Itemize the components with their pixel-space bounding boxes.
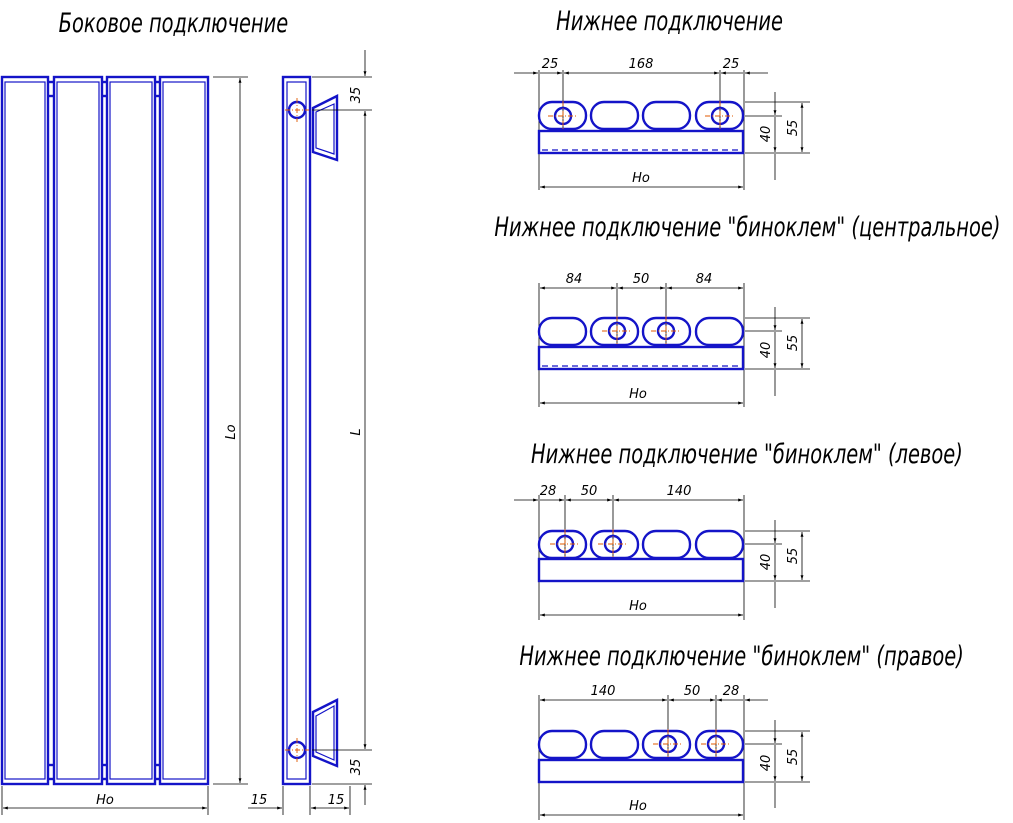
dim-label: 50 xyxy=(633,272,650,287)
top-offset-label: 35 xyxy=(349,87,364,104)
width-dimension-label: Ho xyxy=(629,599,647,614)
binoklem-right-view: 140 50 28 Ho 40 55 xyxy=(537,684,810,820)
radiator-profile-inner xyxy=(286,81,307,780)
title-bottom-connection: Нижнее подключение xyxy=(556,5,783,37)
width-dimension-label: Ho xyxy=(629,799,647,814)
width-dimension-label: Ho xyxy=(629,387,647,402)
dim-label: 25 xyxy=(723,57,740,72)
radiator-panel-inner xyxy=(162,81,206,780)
radiator-section xyxy=(694,529,745,560)
side-profile-view: 35 L 35 15 15 xyxy=(248,50,372,815)
radiator-panel-inner xyxy=(56,81,100,780)
radiator-panel xyxy=(105,75,157,786)
height-outer-label: 55 xyxy=(786,548,801,565)
height-outer-label: 55 xyxy=(786,335,801,352)
dim-label: 50 xyxy=(684,684,701,699)
dim-label: 84 xyxy=(566,272,583,287)
radiator-section xyxy=(537,316,588,347)
radiator-panel xyxy=(52,75,104,786)
bottom-offset-label: 35 xyxy=(349,759,364,776)
width-dimension-label: Ho xyxy=(96,793,114,808)
radiator-panel-inner xyxy=(109,81,153,780)
radiator-section xyxy=(641,100,692,131)
height-inner-label: 40 xyxy=(759,342,774,359)
height-outer-label: 55 xyxy=(786,120,801,137)
radiator-section xyxy=(694,729,745,760)
dim-label: 28 xyxy=(723,684,740,699)
width-dimension-label: Ho xyxy=(632,171,650,186)
height-dimension-label: Lo xyxy=(224,424,239,439)
radiator-panel xyxy=(158,75,210,786)
radiator-section xyxy=(694,316,745,347)
top-wall-bracket xyxy=(311,94,339,162)
radiator-base xyxy=(537,129,745,155)
title-side-connection: Боковое подключение xyxy=(59,7,289,39)
radiator-section xyxy=(641,729,692,760)
binoklem-central-view: 84 50 84 Ho 40 55 xyxy=(537,272,810,407)
radiator-base xyxy=(537,758,745,784)
radiator-section xyxy=(589,316,640,347)
bottom-wall-bracket xyxy=(311,698,339,768)
dim-label: 25 xyxy=(542,57,559,72)
title-binoklem-left: Нижнее подключение "биноклем" (левое) xyxy=(531,438,963,470)
radiator-base xyxy=(537,345,745,371)
binoklem-left-view: 28 50 140 Ho 40 55 xyxy=(514,484,810,620)
radiator-section xyxy=(589,729,640,760)
dim-label: 50 xyxy=(581,484,598,499)
radiator-section xyxy=(537,100,588,131)
dim-label: 28 xyxy=(540,484,557,499)
radiator-panel-inner xyxy=(4,81,46,780)
radiator-panels xyxy=(0,75,210,786)
side-front-view: Lo Ho xyxy=(0,75,248,815)
radiator-section xyxy=(537,729,588,760)
radiator-base xyxy=(537,557,745,583)
height-inner-label: 40 xyxy=(759,755,774,772)
radiator-section xyxy=(537,529,588,560)
title-binoklem-right: Нижнее подключение "биноклем" (правое) xyxy=(519,640,963,672)
dim-label: 140 xyxy=(591,684,616,699)
radiator-profile xyxy=(281,75,312,786)
dim-label: 168 xyxy=(629,57,654,72)
height-outer-label: 55 xyxy=(786,749,801,766)
title-binoklem-central: Нижнее подключение "биноклем" (центральн… xyxy=(494,211,1000,243)
radiator-panel xyxy=(0,75,50,786)
length-dimension-label: L xyxy=(349,428,364,435)
radiator-section xyxy=(589,100,640,131)
height-inner-label: 40 xyxy=(759,554,774,571)
radiator-section xyxy=(641,529,692,560)
radiator-section xyxy=(694,100,745,131)
dim-label: 84 xyxy=(696,272,713,287)
offset-left-label: 15 xyxy=(251,793,268,808)
offset-right-label: 15 xyxy=(328,793,345,808)
radiator-section xyxy=(641,316,692,347)
dim-label: 140 xyxy=(667,484,692,499)
bottom-connection-view: 25 168 25 Ho 40 55 xyxy=(514,57,810,190)
height-inner-label: 40 xyxy=(759,126,774,143)
